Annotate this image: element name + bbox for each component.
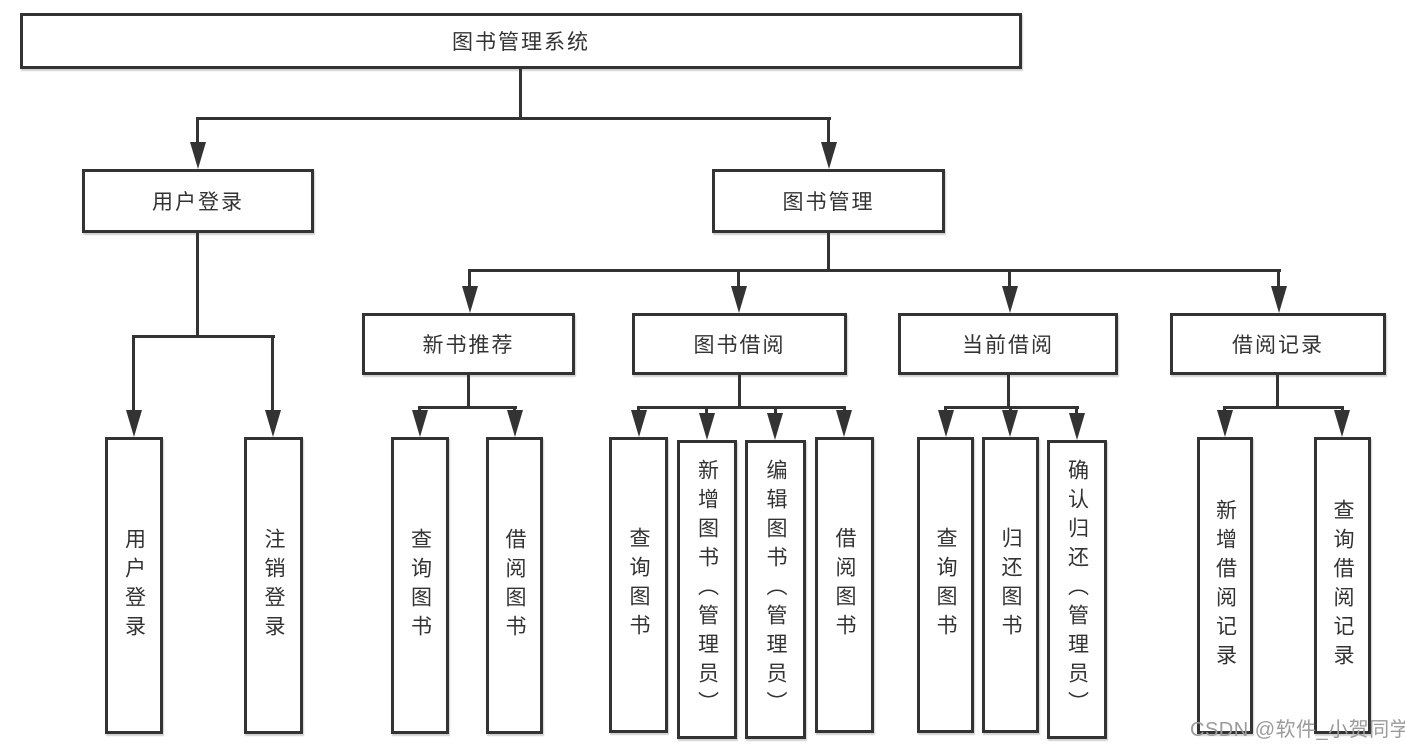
connector-vline [468,269,471,287]
arrowhead-down-icon [1069,413,1085,440]
connector-vline [774,406,777,415]
arrowhead-down-icon [1217,410,1233,437]
leaf-add-borrow-record: 新增借阅记录 [1197,437,1253,734]
connector-vline [827,117,830,142]
connector-vline [1223,406,1226,413]
leaf-edit-book-admin: 编辑图书（管理员） [745,440,806,739]
arrowhead-down-icon [836,410,852,437]
leaf-query-books-recommend: 查询图书 [391,437,449,734]
leaf-add-book-admin: 新增图书（管理员） [677,440,737,739]
arrowhead-down-icon [1002,410,1018,437]
connector-vline [944,406,947,413]
connector-hline [132,335,275,338]
connector-vline [1276,375,1279,409]
connector-vline [519,69,522,119]
connector-vline [1008,269,1011,287]
connector-vline [637,406,640,413]
node-book-management: 图书管理 [712,169,945,233]
connector-vline [196,117,199,142]
arrowhead-down-icon [731,286,747,313]
connector-vline [843,406,846,413]
connector-vline [1007,375,1010,409]
connector-vline [737,269,740,287]
node-current-borrowing: 当前借阅 [898,313,1118,375]
node-borrowing-records: 借阅记录 [1170,313,1386,375]
arrowhead-down-icon [462,286,478,313]
arrowhead-down-icon [821,142,837,169]
leaf-borrow-books-recommend: 借阅图书 [486,437,543,734]
arrowhead-down-icon [1271,286,1287,313]
connector-vline [1075,406,1078,415]
connector-vline [467,375,470,409]
leaf-query-books-borrowing: 查询图书 [609,437,668,733]
arrowhead-down-icon [938,410,954,437]
connector-vline [827,233,830,272]
connector-hline [637,406,846,409]
arrowhead-down-icon [507,410,523,437]
connector-hline [1224,406,1344,409]
connector-vline [1009,406,1012,413]
arrowhead-down-icon [126,410,142,437]
connector-hline [418,406,517,409]
arrowhead-down-icon [1002,286,1018,313]
connector-hline [196,117,831,120]
leaf-query-borrow-record: 查询借阅记录 [1314,437,1371,734]
connector-vline [418,406,421,413]
leaf-query-books-current: 查询图书 [917,437,974,733]
arrowhead-down-icon [412,410,428,437]
node-book-management-system: 图书管理系统 [20,13,1022,69]
leaf-logout: 注销登录 [244,437,303,734]
connector-vline [132,335,135,411]
leaf-borrow-books-borrowing: 借阅图书 [815,437,874,733]
connector-vline [1341,406,1344,413]
connector-vline [1277,269,1280,287]
arrowhead-down-icon [1334,410,1350,437]
arrowhead-down-icon [265,410,281,437]
arrowhead-down-icon [631,410,647,437]
connector-vline [513,406,516,413]
arrowhead-down-icon [767,413,783,440]
connector-vline [271,335,274,411]
node-new-book-recommend: 新书推荐 [362,313,575,375]
connector-vline [705,406,708,415]
arrowhead-down-icon [190,142,206,169]
leaf-user-login: 用户登录 [105,437,163,734]
node-book-borrowing: 图书借阅 [632,313,847,375]
node-user-login: 用户登录 [82,169,314,233]
leaf-return-book: 归还图书 [982,437,1039,733]
leaf-confirm-return-admin: 确认归还（管理员） [1047,440,1107,739]
connector-vline [738,375,741,409]
connector-hline [469,269,1281,272]
connector-vline [196,233,199,337]
arrowhead-down-icon [699,413,715,440]
